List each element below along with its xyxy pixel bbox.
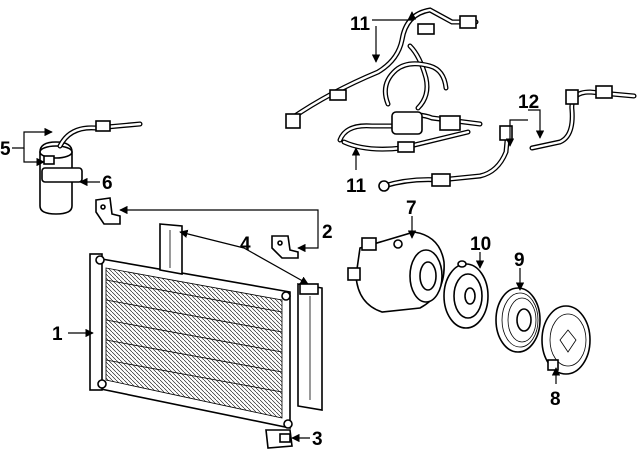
receiver-drier xyxy=(39,120,143,215)
hose-assembly-lower xyxy=(337,111,483,153)
clutch-hub xyxy=(443,260,489,329)
callout-6: 6 xyxy=(102,173,113,194)
leader-lines xyxy=(12,11,561,443)
mounting-clip xyxy=(265,429,293,449)
hose-assembly-suction xyxy=(378,125,513,192)
clutch-pulley xyxy=(495,287,541,353)
callout-10: 10 xyxy=(470,234,491,255)
field-coil xyxy=(541,305,591,375)
callout-2: 2 xyxy=(322,222,333,243)
callout-labels: 1 2 3 4 5 6 7 8 9 10 11 11 12 xyxy=(0,14,561,450)
callout-11-bottom: 11 xyxy=(346,176,367,197)
condenser-side-seal xyxy=(159,223,323,411)
callout-7: 7 xyxy=(406,198,417,219)
callout-8: 8 xyxy=(550,389,561,410)
callout-11-top: 11 xyxy=(350,14,371,35)
callout-9: 9 xyxy=(514,250,525,271)
callout-1: 1 xyxy=(52,324,63,345)
ac-compressor xyxy=(347,231,445,313)
condenser xyxy=(89,253,293,429)
mounting-bracket-lower xyxy=(271,235,299,259)
callout-12: 12 xyxy=(518,92,539,113)
mounting-bracket-upper xyxy=(95,197,121,225)
hose-assembly-discharge xyxy=(529,85,637,151)
callout-4: 4 xyxy=(240,234,251,255)
callout-5: 5 xyxy=(0,139,11,160)
hose-assembly-main xyxy=(285,7,479,129)
callout-3: 3 xyxy=(312,429,323,450)
